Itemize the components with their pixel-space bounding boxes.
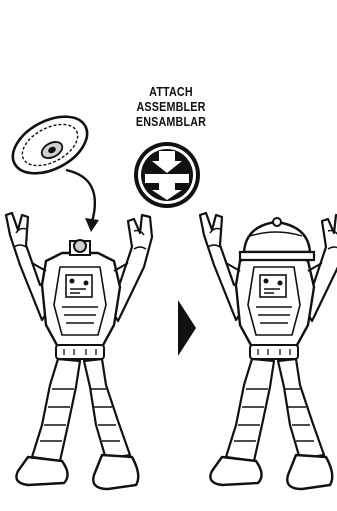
dome-head-attached xyxy=(240,218,314,260)
arrow-right-icon xyxy=(178,300,196,356)
down-arrow-icon xyxy=(66,170,99,232)
dome-head-disc xyxy=(3,105,96,185)
robot-figure-before xyxy=(6,213,152,489)
robot-figure-after xyxy=(200,213,337,489)
attach-assembly-icon xyxy=(134,142,200,208)
